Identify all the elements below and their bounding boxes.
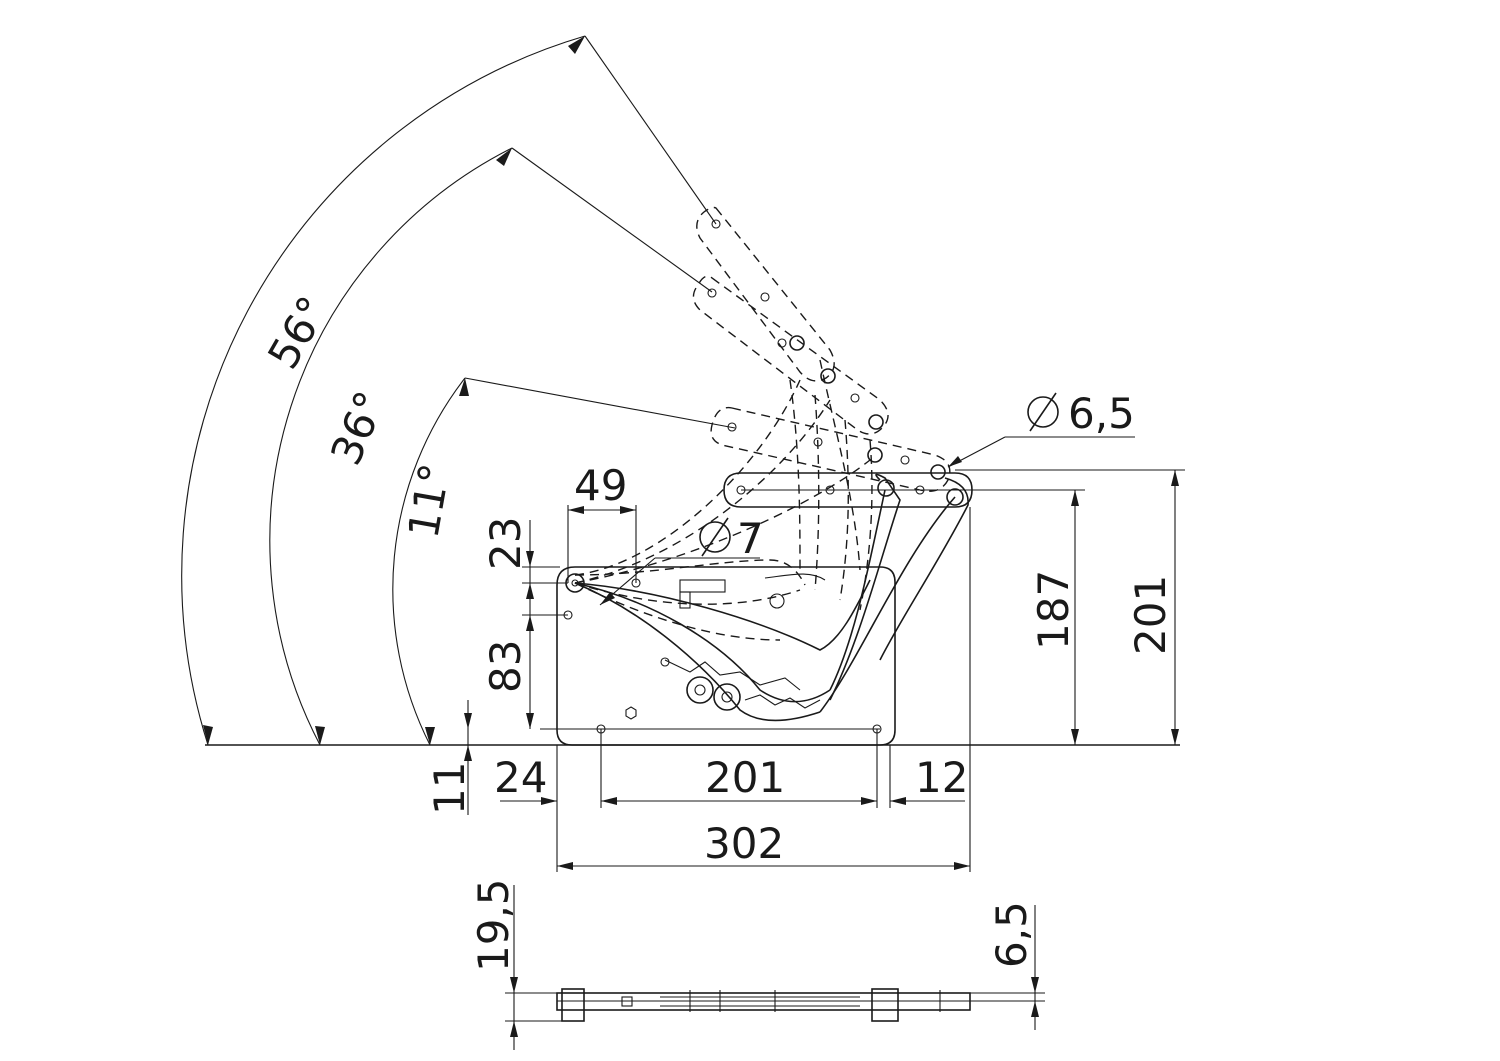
dia-7-label: 7 xyxy=(737,514,764,563)
dim-19-5-label: 19,5 xyxy=(469,878,518,972)
dim-24-label: 24 xyxy=(494,753,547,802)
dim-201-right-label: 201 xyxy=(1126,575,1175,655)
angle-11-label: 11° xyxy=(399,460,460,542)
linear-dimensions xyxy=(464,436,1185,872)
dim-11-label: 11 xyxy=(425,762,474,815)
arc-36 xyxy=(269,147,513,746)
side-view xyxy=(505,885,1045,1050)
arm-closed xyxy=(723,472,1085,508)
dia-6-5-label: 6,5 xyxy=(1068,389,1135,438)
diameter-symbol-6-5 xyxy=(1027,392,1059,432)
dim-187-label: 187 xyxy=(1029,570,1078,650)
arc-11 xyxy=(392,377,466,746)
dim-49-label: 49 xyxy=(574,461,627,510)
arc-56 xyxy=(181,35,586,746)
dim-6-5-side-label: 6,5 xyxy=(987,901,1036,968)
dim-23-label: 23 xyxy=(481,517,530,570)
base-plate xyxy=(540,566,896,746)
angle-36-label: 36° xyxy=(321,384,395,472)
diameter-symbol-7 xyxy=(699,517,731,557)
angle-dimension-arcs xyxy=(181,35,736,746)
dim-201-bottom-label: 201 xyxy=(705,753,785,802)
dim-83-label: 83 xyxy=(481,640,530,693)
arm-positions-dashed xyxy=(574,206,951,641)
dimension-labels: 56° 36° 11° 49 23 83 11 24 201 12 302 18… xyxy=(258,288,1175,972)
angle-56-label: 56° xyxy=(258,288,338,377)
dim-12-label: 12 xyxy=(915,753,968,802)
mechanism-solid xyxy=(574,473,969,722)
dim-302-label: 302 xyxy=(704,819,784,868)
